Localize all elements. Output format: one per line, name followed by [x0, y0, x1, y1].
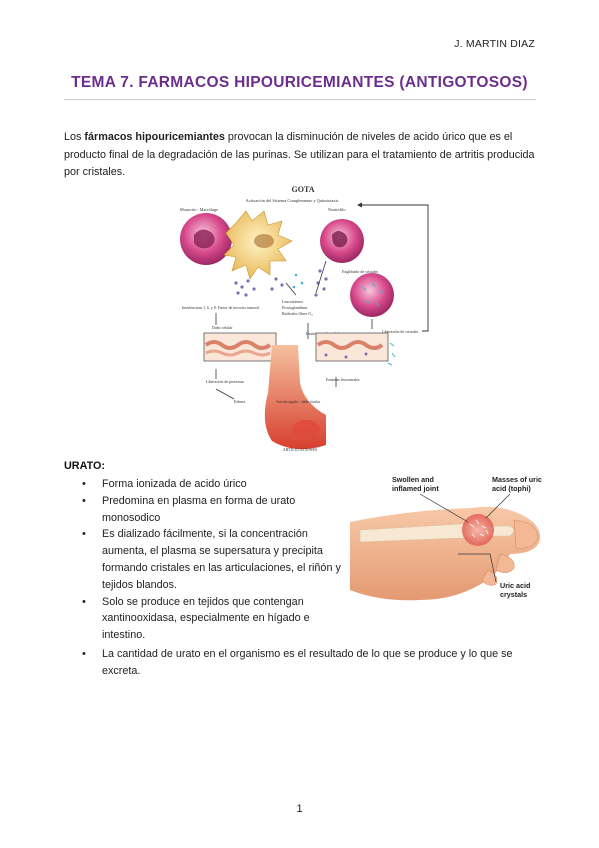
- urato-bullet-list: Forma ionizada de acido úrico Predomina …: [64, 476, 349, 644]
- label-neutrofilo: Neutrófilo: [328, 207, 345, 212]
- crystal-particles: [234, 269, 328, 297]
- page-number: 1: [296, 803, 303, 815]
- intro-prefix: Los: [64, 131, 85, 143]
- title-divider: [64, 99, 536, 100]
- label-dano-tisular: Artritis aguda - daño tisular: [276, 399, 321, 404]
- intro-rest: provocan la disminución de niveles de ac…: [64, 131, 535, 178]
- gota-diagram: GOTA Activación del Sistema Complemento …: [180, 185, 429, 452]
- feedback-arrowhead: [357, 202, 362, 208]
- label-liberacion-cristales: Liberación de cristales: [382, 329, 419, 334]
- urato-bullet-list-continued: La cantidad de urato en el organismo es …: [64, 646, 536, 680]
- inflamed-joint: [462, 514, 494, 546]
- label-masses-2: acid (tophi): [492, 484, 531, 493]
- label-articulaciones: ARTICULACIONES: [283, 447, 317, 452]
- label-liberacion-proteasas: Liberación de proteasas: [206, 379, 244, 384]
- label-interleucinas: Interleucinas 1, 6, y 8. Factor de necro…: [182, 306, 259, 311]
- label-leucotrienos: Leucotrienos: [282, 299, 303, 304]
- page-title: TEMA 7. FARMACOS HIPOURICEMIANTES (ANTIG…: [71, 74, 528, 91]
- gota-title: GOTA: [292, 185, 315, 194]
- list-item: Forma ionizada de acido úrico: [64, 476, 349, 493]
- gota-subtitle: Activación del Sistema Complemento y Qui…: [246, 198, 339, 203]
- list-item: La cantidad de urato en el organismo es …: [64, 646, 536, 680]
- urato-heading: URATO:: [64, 460, 105, 472]
- intro-bold-term: fármacos hipouricemiantes: [84, 131, 225, 143]
- label-radicales: Radicales libres O₂: [282, 311, 313, 316]
- label-crystals-2: crystals: [500, 590, 527, 599]
- label-enzimas: Enzimas lisosomales: [326, 377, 360, 382]
- label-edema: Edema: [234, 399, 245, 404]
- author-name: J. MARTIN DIAZ: [454, 38, 535, 50]
- list-item: Predomina en plasma en forma de urato mo…: [64, 493, 349, 527]
- label-swollen-1: Swollen and: [392, 475, 434, 484]
- label-masses-1: Masses of uric: [492, 475, 542, 484]
- uric-crystals: [469, 519, 489, 538]
- label-prostaglandinas: Prostaglandinas: [282, 305, 308, 310]
- list-item: Solo se produce en tejidos que contengan…: [64, 594, 349, 644]
- phagocyte-cell: [350, 273, 394, 317]
- label-dano-celular: Daño celular: [212, 325, 233, 330]
- label-monocito: Monocito - Macrófago: [180, 207, 218, 212]
- label-englobado: Englobado de cristales: [342, 269, 379, 274]
- list-item: Es dializado fácilmente, si la concentra…: [64, 526, 349, 593]
- intro-paragraph: Los fármacos hipouricemiantes provocan l…: [64, 129, 536, 182]
- label-crystals-1: Uric acid: [500, 581, 530, 590]
- gout-foot-illustration: Swollen and inflamed joint Masses of uri…: [350, 475, 542, 601]
- feedback-arrow: [362, 204, 429, 332]
- label-swollen-2: inflamed joint: [392, 484, 439, 493]
